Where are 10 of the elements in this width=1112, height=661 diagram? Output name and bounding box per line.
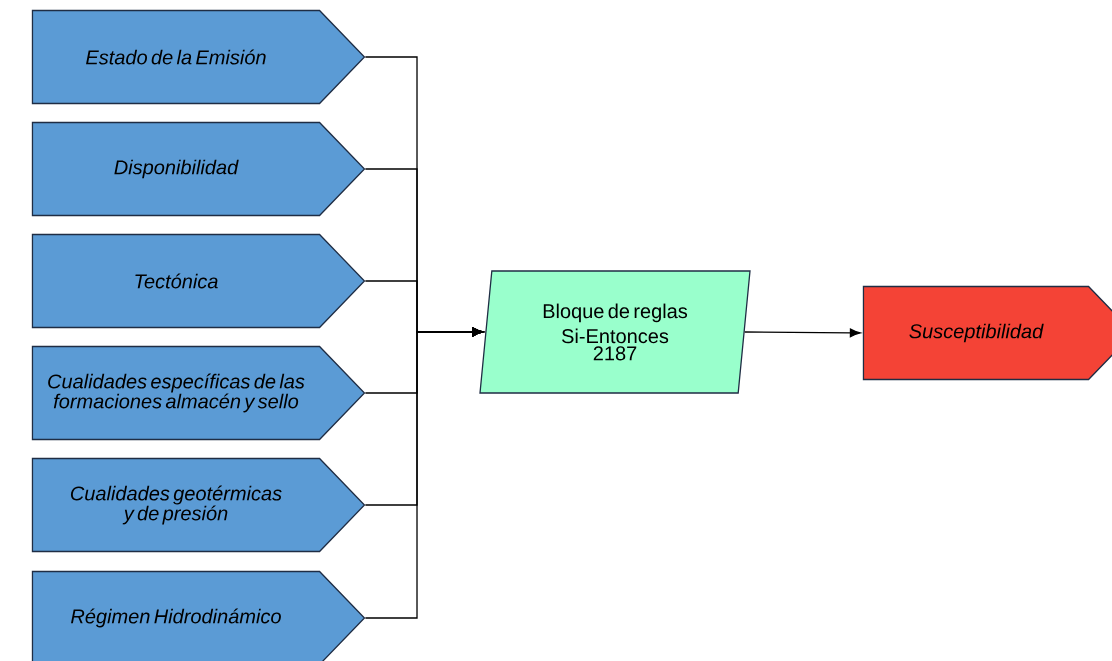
arrow — [744, 328, 861, 338]
input-arrow-box: Tectónica — [31, 233, 366, 329]
arrow — [364, 327, 484, 619]
input-arrow-box: Disponibilidad — [31, 121, 366, 217]
input-arrow-box: Régimen Hidrodinámico — [31, 570, 366, 661]
input-arrow-box: Cualidades específicas de las formaciones almacén y sello — [31, 345, 366, 441]
input-arrow-box: Cualidades geotérmicas y de presión — [31, 457, 366, 553]
input-arrow-box: Estado de la Emisión — [31, 9, 366, 105]
rule-block-parallelogram: Bloque de reglas Si-Entonces 2187 — [479, 270, 751, 394]
output-arrow-box: Susceptibilidad — [862, 285, 1112, 381]
